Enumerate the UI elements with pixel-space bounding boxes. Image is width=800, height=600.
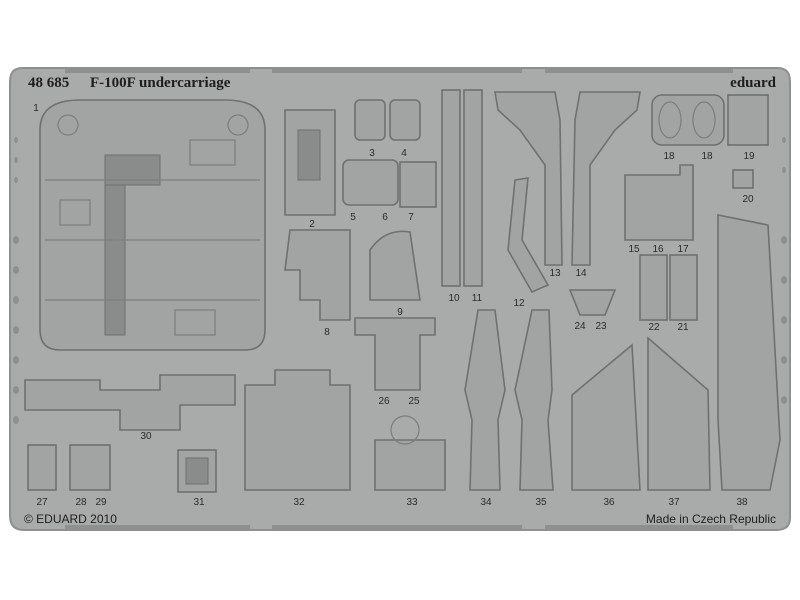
part-number-label: 32 [293,497,305,508]
part-30 [24,374,236,431]
copyright-text: © EDUARD 2010 [24,512,117,526]
origin-text: Made in Czech Republic [646,512,776,526]
part-15-17 [624,164,694,241]
part-number-label: 35 [535,497,547,508]
part-number-label: 22 [648,322,660,333]
part-21 [669,254,698,321]
part-number-label: 27 [36,497,48,508]
part-number-label: 1 [33,103,39,114]
part-number-label: 15 [628,244,640,255]
part-number-label: 10 [448,293,460,304]
part-number-label: 14 [575,268,587,279]
part-number-label: 36 [603,497,615,508]
part-number-label: 25 [408,396,420,407]
brand-logo: eduard [730,75,777,91]
part-23-24 [568,289,617,316]
part-number-label: 37 [668,497,680,508]
part-number-label: 31 [193,497,205,508]
part-number-label: 5 [350,212,356,223]
part-number-label: 24 [574,321,586,332]
part-numbers: 1 2 3 4 5 6 7 8 9 10 11 12 13 14 15 16 1… [33,103,755,508]
part-14 [571,91,641,266]
part-36 [571,343,641,491]
part-number-label: 29 [95,497,107,508]
part-number-label: 19 [743,151,755,162]
part-34 [464,309,506,491]
part-13 [494,91,563,266]
part-number-label: 9 [397,307,403,318]
part-number-label: 20 [742,194,754,205]
part-27 [27,444,57,491]
part-number-label: 33 [406,497,418,508]
part-8 [284,229,351,321]
part-number-label: 3 [369,148,375,159]
part-1-door [39,99,266,351]
part-5-6 [342,159,399,206]
part-number-label: 21 [677,322,689,333]
part-number-label: 34 [480,497,492,508]
part-number-label: 38 [736,497,748,508]
sprue-bars [65,68,733,530]
part-number-label: 4 [401,148,407,159]
part-37 [647,336,711,491]
part-number-label: 7 [408,212,414,223]
part-32 [244,369,351,491]
part-number-label: 12 [513,298,525,309]
part-number-label: 26 [378,396,390,407]
set-code: 48 685 [28,75,69,91]
part-number-label: 6 [382,212,388,223]
part-7 [399,161,437,208]
part-number-label: 13 [549,268,561,279]
part-number-label: 11 [472,293,483,304]
part-number-label: 28 [75,497,87,508]
part-25-26 [354,317,436,391]
part-19 [727,94,769,146]
part-11 [463,89,483,287]
part-number-label: 23 [595,321,607,332]
part-12 [507,177,550,294]
part-20 [732,169,754,189]
part-number-label: 2 [309,219,315,230]
edge-drops [13,137,787,424]
part-9 [369,230,421,301]
part-3 [354,99,386,141]
part-33 [374,439,446,491]
part-number-label: 16 [652,244,664,255]
part-number-label: 17 [677,244,689,255]
part-28-29 [69,444,111,491]
part-10 [441,89,461,287]
part-number-label: 8 [324,327,330,338]
part-number-label: 18 [663,151,675,162]
part-38 [717,214,781,491]
part-35 [514,309,554,491]
part-18 [651,94,725,146]
set-title: F-100F undercarriage [90,75,231,91]
part-number-label: 18 [701,151,713,162]
part-22 [639,254,668,321]
part-4 [389,99,421,141]
part-number-label: 30 [140,431,152,442]
